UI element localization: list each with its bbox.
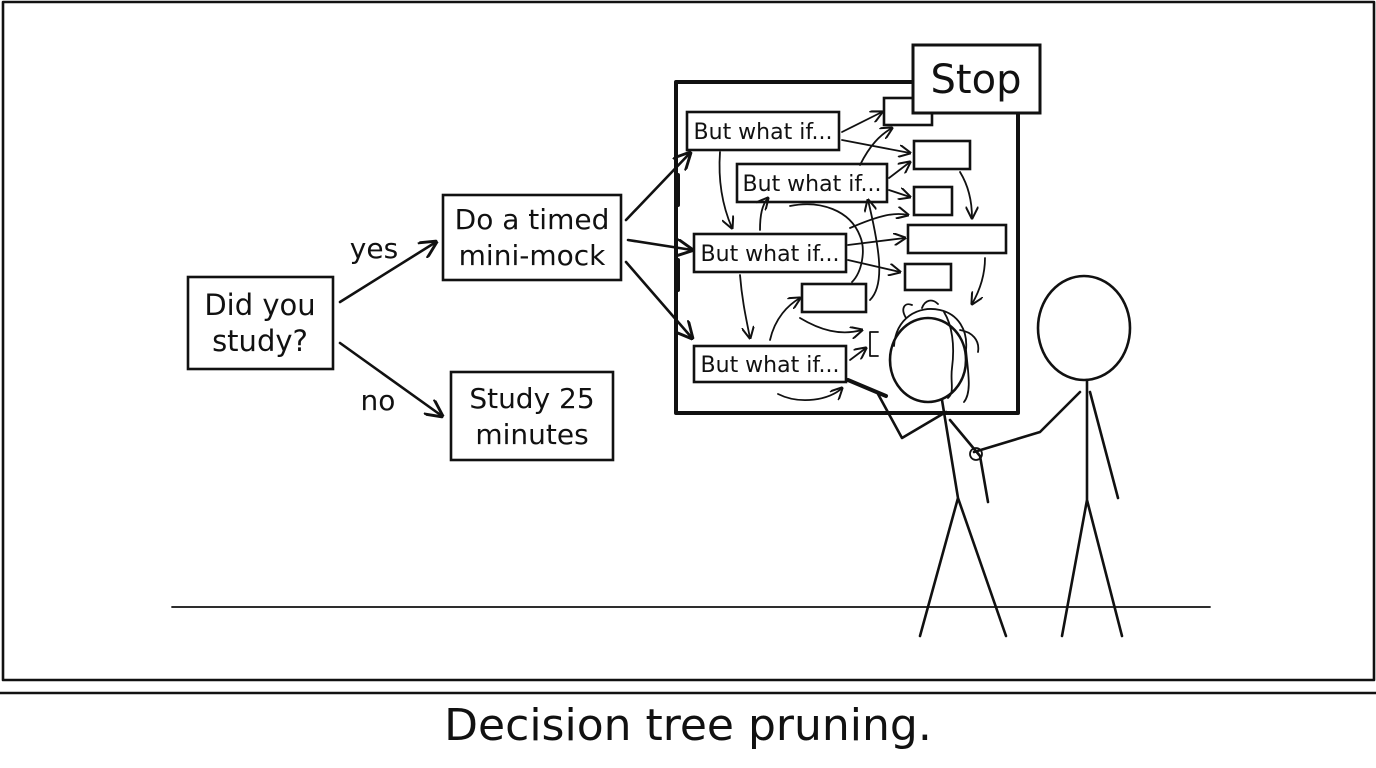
tangle-arrow-2 xyxy=(841,139,910,153)
tangle-arrow-4 xyxy=(888,162,910,179)
tangle-arrow-7 xyxy=(760,198,768,231)
yes-arrow xyxy=(338,242,436,304)
board-frame xyxy=(674,80,1020,415)
partial-box xyxy=(869,331,879,357)
no-arrow xyxy=(338,341,442,416)
root-node-line-2: study? xyxy=(212,324,308,358)
what-if-label-4: But what if... xyxy=(701,353,840,378)
tangle-arrow-18 xyxy=(789,203,864,283)
what-if-box-4 xyxy=(692,344,848,384)
tangle-arrow-14 xyxy=(777,388,842,401)
what-if-label-2: But what if... xyxy=(743,172,882,197)
empty-box-2 xyxy=(912,139,972,171)
yes-node-line-2: mini-mock xyxy=(459,239,606,272)
tangle-arrow-3 xyxy=(859,128,892,166)
tangle-arrow-6 xyxy=(718,151,733,228)
tangle-arrow-10 xyxy=(849,214,908,229)
branch-arrow-1 xyxy=(624,153,690,222)
yes-label: yes xyxy=(350,232,398,265)
root-node-box xyxy=(186,275,335,371)
tangle-arrow-16 xyxy=(972,257,986,304)
branch-arrow-3 xyxy=(624,260,692,338)
no-node-line-1: Study 25 xyxy=(469,382,594,415)
caption: Decision tree pruning. xyxy=(444,700,932,751)
tangle-arrow-13 xyxy=(849,348,866,361)
no-label: no xyxy=(361,384,396,417)
tangle-arrow-17 xyxy=(868,200,881,301)
yes-node-line-1: Do a timed xyxy=(455,203,610,236)
what-if-label-3: But what if... xyxy=(701,242,840,267)
what-if-box-1 xyxy=(685,110,841,152)
what-if-box-3 xyxy=(692,232,848,274)
no-node-box xyxy=(449,370,615,462)
tangle-arrow-9 xyxy=(847,259,900,272)
tangle-arrow-1 xyxy=(841,112,882,133)
panel-border xyxy=(1,0,1376,682)
tangle-arrow-5 xyxy=(888,190,910,197)
empty-box-5 xyxy=(903,262,953,292)
tangle-arrow-12 xyxy=(769,298,800,341)
no-node-line-2: minutes xyxy=(475,418,588,451)
empty-box-6 xyxy=(800,282,868,314)
stop-sign-label: Stop xyxy=(931,57,1022,103)
what-if-label-1: But what if... xyxy=(694,120,833,145)
tangle-arrow-11 xyxy=(739,274,750,338)
yes-node-box xyxy=(441,193,623,282)
empty-box-3 xyxy=(912,185,954,217)
observer-figure xyxy=(969,274,1132,638)
branch-arrow-2 xyxy=(626,240,692,250)
tangle-arrow-19 xyxy=(799,317,862,332)
drawing-figure xyxy=(846,299,1008,638)
empty-box-4 xyxy=(906,223,1008,255)
root-node-line-1: Did you xyxy=(204,288,315,322)
stop-sign-box xyxy=(911,43,1042,115)
tangle-arrow-15 xyxy=(959,171,972,218)
